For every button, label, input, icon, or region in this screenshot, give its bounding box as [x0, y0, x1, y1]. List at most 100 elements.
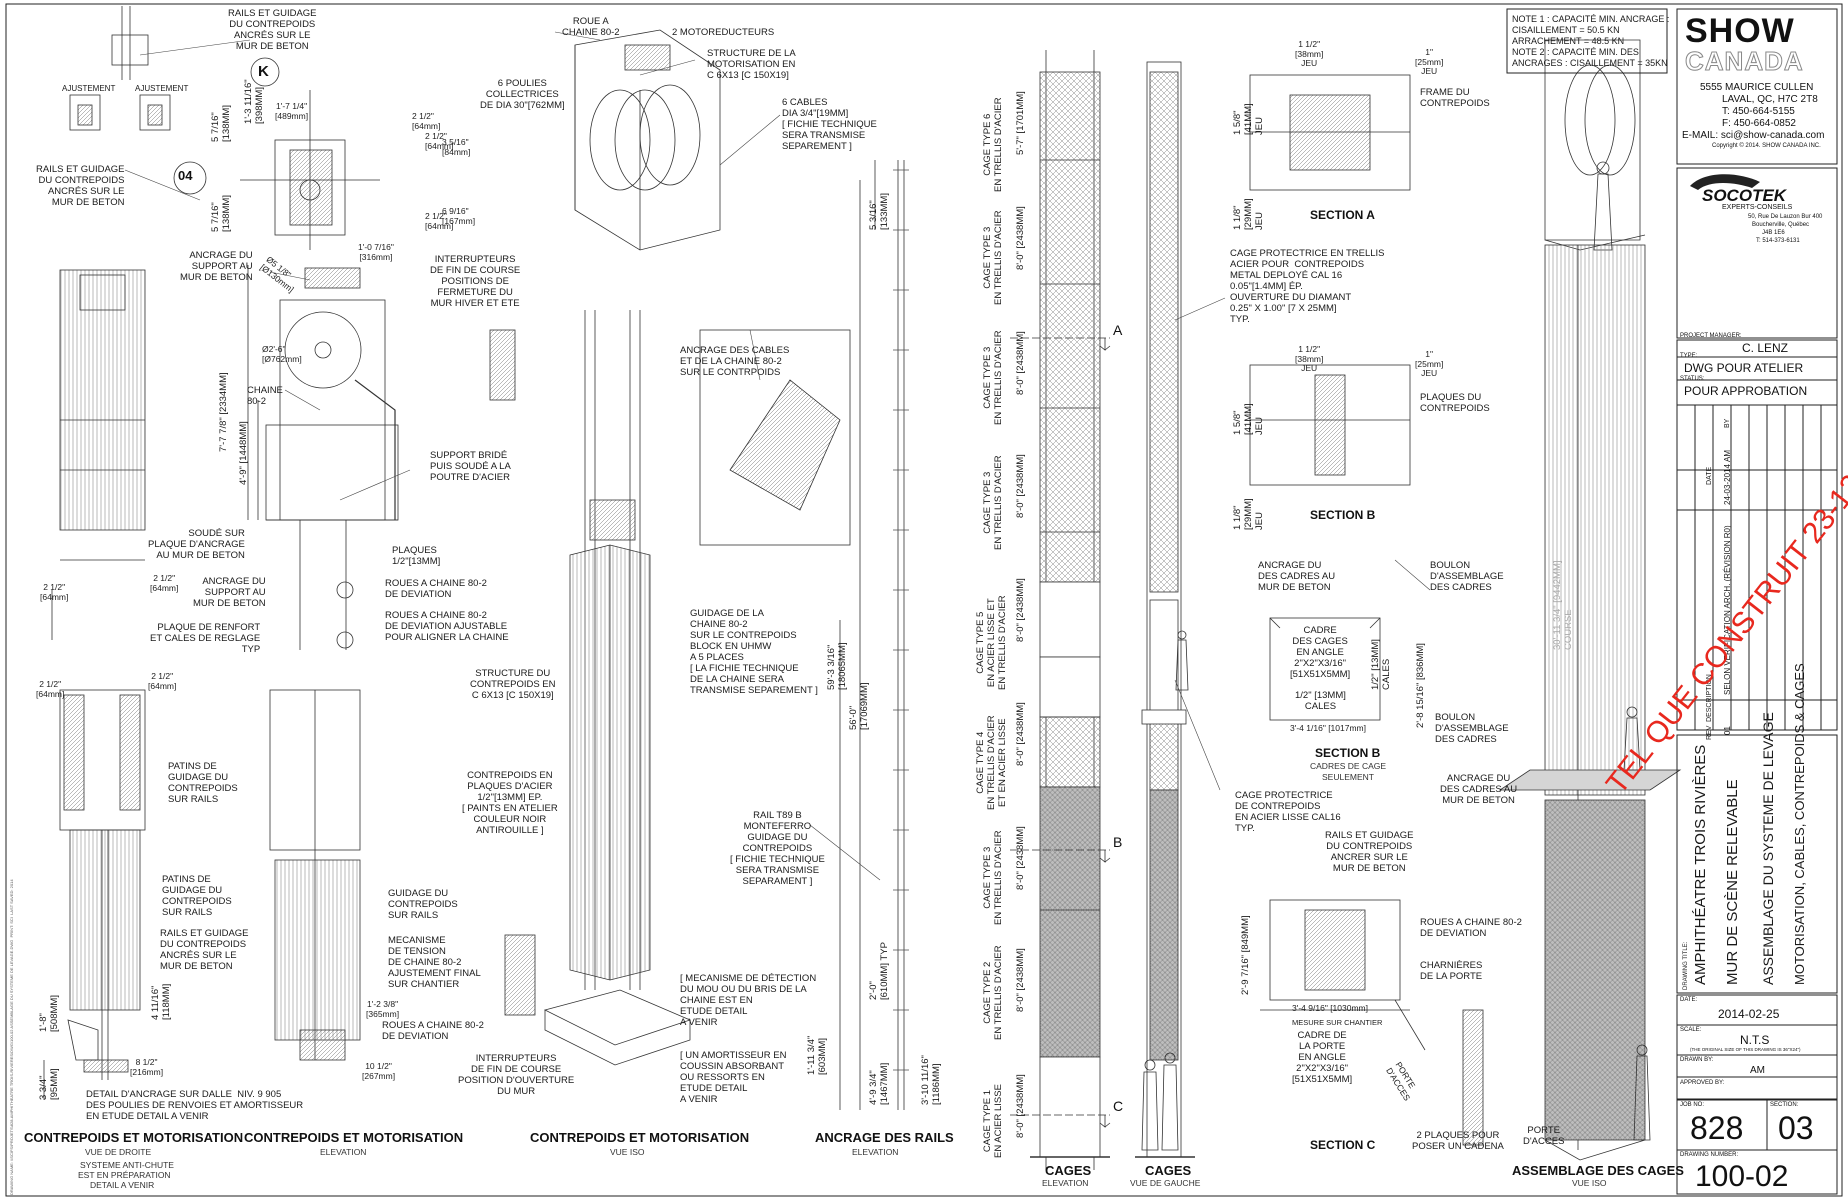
callout-chain-wheel: ROUE A CHAINE 80-2: [562, 16, 620, 38]
plan-top-linework: [173, 57, 380, 250]
dim-2-1-2-d: 2 1/2" [64mm]: [40, 582, 69, 602]
dim-shims-vertical: 1/2" [13mm] CALES: [1370, 639, 1392, 690]
dim-jeu-1-1-8-a: 1 1/8" [29mm] JEU: [1232, 198, 1265, 230]
callout-frame-bolt-1: BOULON D'ASSEMBLAGE DES CADRES: [1430, 560, 1504, 593]
section-b-title: SECTION B: [1310, 508, 1376, 522]
drawing-type: DWG POUR ATELIER: [1684, 361, 1804, 375]
view-2-linework: [247, 265, 399, 1061]
note-1-shear: CISAILLEMENT = 50.5 kN: [1512, 25, 1620, 35]
anti-fall-note-3: DETAIL A VENIR: [90, 1180, 155, 1190]
engineer-address-3: J4B 1E6: [1762, 230, 1785, 236]
callout-solid-cage: CAGE PROTECTRICE DE CONTREPOIDS EN ACIER…: [1235, 790, 1341, 834]
dim-3-4-9-16: 3'-4 9/16" [1030mm]: [1292, 1003, 1368, 1013]
callout-cw-structure: STRUCTURE DU CONTREPOIDS EN C 6X13 [C 15…: [470, 668, 556, 701]
dim-1-2-3-8: 1'-2 3/8" [365mm]: [366, 999, 400, 1019]
callout-adjust-2: AJUSTEMENT: [135, 84, 189, 93]
callout-tension-mechanism: MECANISME DE TENSION DE CHAINE 80-2 AJUS…: [388, 935, 481, 990]
dim-dia-2-6: Ø2'-6" [Ø762mm]: [262, 344, 302, 364]
drawing-title-4: MOTORISATION, CABLES, CONTREPOIDS & CAGE…: [1792, 663, 1807, 985]
view-sub-side: VUE DE DROITE: [85, 1147, 152, 1157]
grid-mark-04: 04: [178, 168, 193, 183]
view-title-rails: ANCRAGE DES RAILS: [815, 1130, 954, 1145]
callout-door-hinges: CHARNIÈRES DE LA PORTE: [1420, 960, 1483, 982]
view-sub-rails: ELEVATION: [852, 1147, 899, 1157]
dim-jeu-1-b: 1" [25mm] JEU: [1415, 349, 1444, 378]
callout-rails-top: RAILS ET GUIDAGE DU CONTREPOIDS ANCRÉS S…: [228, 8, 317, 52]
drawing-title-3: ASSEMBLAGE DU SYSTEME DE LEVAGE: [1760, 712, 1776, 985]
pm-label: PROJECT MANAGER:: [1680, 333, 1742, 339]
dim-cage-8-0-h: 8'-0" [2438mm]: [1015, 1074, 1026, 1138]
dim-cage-5-7: 5'-7" [1701mm]: [1015, 91, 1026, 155]
dim-2-0-typ: 2'-0" [610mm] TYP: [868, 942, 890, 1000]
drawing-date: 2014-02-25: [1718, 1007, 1780, 1021]
view-sub-cages-left: VUE DE GAUCHE: [1130, 1178, 1201, 1188]
dim-jeu-1-a: 1" [25mm] JEU: [1415, 47, 1444, 76]
section-mark-c: C: [1113, 1098, 1124, 1114]
view-title-elevation: CONTREPOIDS ET MOTORISATION: [244, 1130, 464, 1145]
dim-4-9: 4'-9" [1448mm]: [238, 421, 249, 485]
callout-reinforcement-plate: PLAQUE DE RENFORT ET CALES DE REGLAGE TY…: [150, 622, 261, 655]
rev-date-label: DATE: [1706, 466, 1713, 485]
callout-pulleys: 6 POULIES COLLECTRICES DE DIA 30"[762mm]: [480, 78, 565, 111]
callout-slack-detection: [ MECANISME DE DÉTECTION DU MOU OU DU BR…: [680, 973, 817, 1028]
dim-8-1-2: 8 1/2" [216mm]: [130, 1057, 164, 1077]
callout-guide-pads-1: PATINS DE GUIDAGE DU CONTREPOIDS SUR RAI…: [168, 761, 238, 805]
callout-drive-structure: STRUCTURE DE LA MOTORISATION EN C 6X13 […: [707, 48, 796, 81]
dim-4-9-3-4: 4'-9 3/4" [1467mm]: [868, 1062, 890, 1105]
callout-gearmotors: 2 MOTOREDUCTEURS: [672, 27, 775, 38]
company-logo-top: SHOW: [1685, 12, 1795, 50]
section-c-title: SECTION C: [1310, 1138, 1376, 1152]
callout-plates: PLAQUES 1/2"[13mm]: [392, 545, 441, 567]
callout-cables: 6 CABLES DIA 3/4"[19mm] [ FICHIE TECHNIQ…: [782, 97, 877, 152]
dim-2-1-2-b: 2 1/2" [64mm]: [425, 131, 454, 151]
job-label: JOB NO:: [1680, 1102, 1705, 1108]
callout-chain-guide: GUIDAGE DE LA CHAINE 80-2 SUR LE CONTREP…: [690, 608, 818, 696]
engineer-address-2: Boucherville, Québec: [1752, 222, 1810, 228]
callout-deviation-wheels-2: ROUES A CHAINE 80-2 DE DEVIATION: [382, 1020, 484, 1042]
section-b2-title: SECTION B: [1315, 746, 1381, 760]
note-1-pullout: ARRACHEMENT = 48.5 kN: [1512, 36, 1625, 46]
sections-linework: [1249, 74, 1426, 1051]
rev-no: 01: [1723, 726, 1732, 735]
iso-cages-linework: [1462, 39, 1682, 1161]
view-title-cage-assembly: ASSEMBLAGE DES CAGES: [1512, 1163, 1684, 1178]
view-sub-iso: VUE ISO: [610, 1147, 645, 1157]
dim-5-7-16-top: 5 7/16" [138mm]: [210, 105, 232, 142]
job-number: 828: [1690, 1110, 1744, 1146]
callout-flanged-support: SUPPORT BRIDÉ PUIS SOUDÉ A LA POUTRE D'A…: [430, 450, 511, 483]
callout-frame-bolt-2: BOULON D'ASSEMBLAGE DES CADRES: [1435, 712, 1509, 745]
drawing-no-label: DRAWING NUMBER:: [1680, 1152, 1739, 1158]
dim-2-9-7-16: 2'-9 7/16" [849mm]: [1240, 915, 1251, 995]
cage-label-3c: CAGE TYPE 3 EN TRELLIS D'ACIER: [982, 455, 1004, 550]
dim-course: 30'-11 3/4" [9442mm] COURSE: [1552, 560, 1574, 650]
callout-cw-plates: CONTREPOIDS EN PLAQUES D'ACIER 1/2"[13mm…: [462, 770, 558, 836]
dim-cage-8-0-c: 8'-0" [2438mm]: [1015, 454, 1026, 518]
callout-cw-guide: GUIDAGE DU CONTREPOIDS SUR RAILS: [388, 888, 458, 921]
callout-rails-section-c: RAILS ET GUIDAGE DU CONTREPOIDS ANCRER S…: [1325, 830, 1414, 874]
drawing-scale: N.T.S: [1740, 1033, 1770, 1047]
company-fax: F: 450-664-0852: [1722, 118, 1796, 129]
callout-deviation-wheels-1: ROUES A CHAINE 80-2 DE DEVIATION: [385, 578, 487, 600]
status-label: STATUS:: [1680, 376, 1705, 382]
cage-label-4: CAGE TYPE 4 EN TRELLIS D'ACIER ET EN ACI…: [975, 715, 1008, 810]
company-address-1: 5555 MAURICE CULLEN: [1700, 82, 1814, 93]
callout-anchor-support-1: ANCRAGE DU SUPPORT AU MUR DE BETON: [180, 250, 253, 283]
view-title-iso: CONTREPOIDS ET MOTORISATION: [530, 1130, 750, 1145]
view-title-cages-elevation: CAGES: [1045, 1163, 1092, 1178]
note-1: NOTE 1 : CAPACITÉ MIN. ANCRAGE :: [1512, 14, 1670, 24]
dim-3-3-4: 3 3/4" [95mm]: [38, 1068, 60, 1100]
callout-deviation-wheels-adjustable: ROUES A CHAINE 80-2 DE DEVIATION AJUSTAB…: [385, 610, 509, 643]
drawing-title-2: MUR DE SCÈNE RELEVABLE: [1724, 779, 1741, 985]
socotek-logo-icon: [1690, 174, 1760, 190]
dim-cage-8-0-f: 8'-0" [2438mm]: [1015, 826, 1026, 890]
dim-1-8: 1'-8" [508mm]: [38, 995, 60, 1032]
section-mark-b: B: [1113, 834, 1123, 850]
cage-label-5: CAGE TYPE 5 EN ACIER LISSE ET EN TRELLIS…: [975, 595, 1008, 690]
drawn-label: DRAWN BY:: [1680, 1057, 1714, 1063]
dim-3-4-1-16: 3'-4 1/16" [1017mm]: [1290, 723, 1366, 733]
callout-door-frame: CADRE DE LA PORTE EN ANGLE 2"X2"X3/16" […: [1292, 1030, 1353, 1085]
rev-date: 24-03-2014: [1723, 464, 1732, 505]
grid-mark-k: K: [258, 63, 269, 80]
file-path: Drawing Name: \\SCIFS\projets\828-Amphit…: [9, 879, 14, 1195]
